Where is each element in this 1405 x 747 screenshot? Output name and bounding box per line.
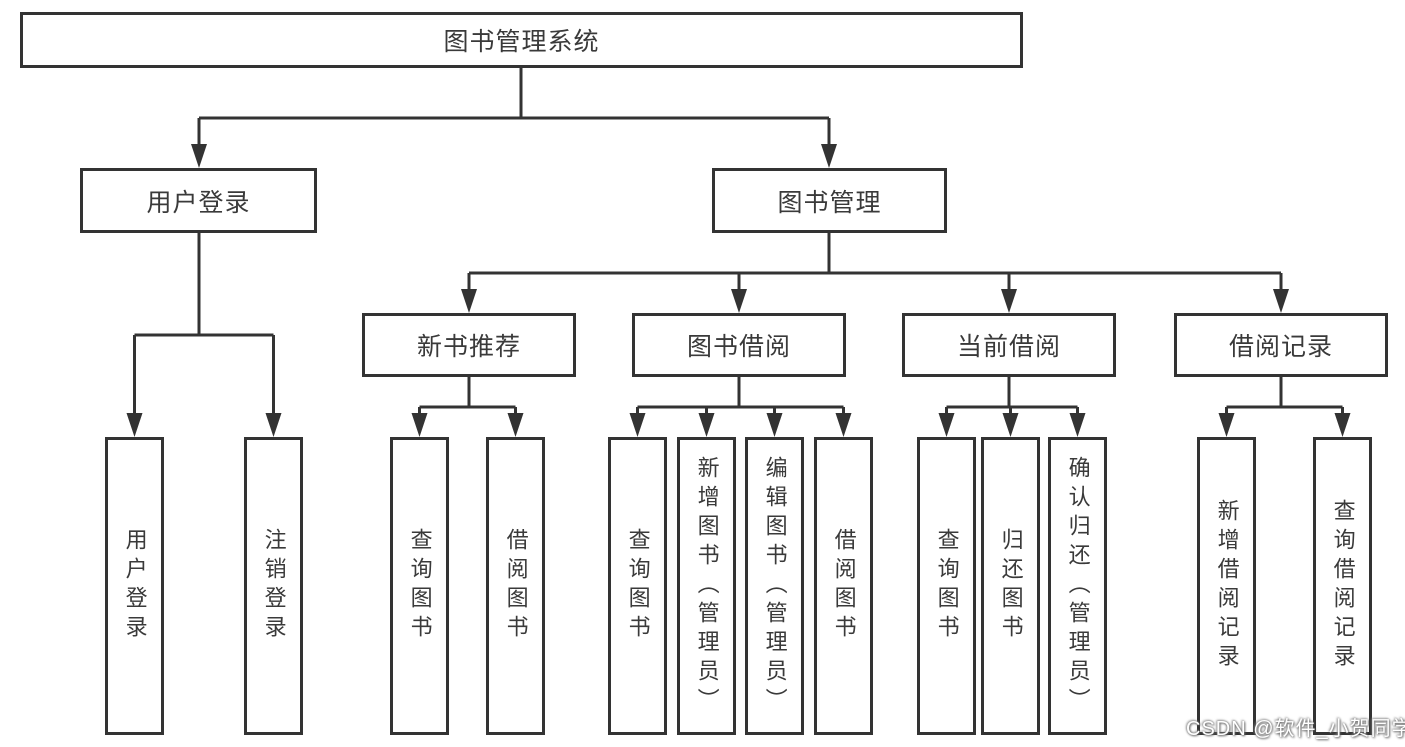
leaf-logout-label: 注销登录 (261, 528, 287, 644)
leaf-edit-book-admin: 编辑图书（管理员） (745, 437, 804, 735)
leaf-query-books-recommend-label: 查询图书 (407, 528, 433, 644)
node-library-system: 图书管理系统 (20, 12, 1023, 68)
leaf-query-books-recommend: 查询图书 (390, 437, 449, 735)
node-borrowing-records-label: 借阅记录 (1228, 333, 1333, 361)
leaf-edit-book-admin-label: 编辑图书（管理员） (762, 455, 788, 717)
leaf-query-borrow-record-label: 查询借阅记录 (1330, 499, 1356, 673)
leaf-borrow-books-borrowing: 借阅图书 (814, 437, 873, 735)
leaf-confirm-return-admin: 确认归还（管理员） (1048, 437, 1107, 735)
node-book-management-label: 图书管理 (777, 188, 882, 217)
leaf-query-books-borrowing-label: 查询图书 (625, 528, 651, 644)
leaf-user-login-label: 用户登录 (122, 528, 148, 644)
node-library-system-label: 图书管理系统 (443, 28, 600, 56)
leaf-user-login: 用户登录 (105, 437, 164, 735)
node-user-login: 用户登录 (80, 168, 317, 233)
node-new-book-recommend-label: 新书推荐 (416, 333, 521, 361)
leaf-query-books-current: 查询图书 (917, 437, 976, 735)
node-user-login-label: 用户登录 (146, 188, 251, 217)
leaf-add-borrow-record: 新增借阅记录 (1197, 437, 1256, 735)
leaf-logout: 注销登录 (244, 437, 303, 735)
leaf-return-book: 归还图书 (981, 437, 1040, 735)
csdn-watermark: CSDN @软件_小贺同学 (1186, 718, 1405, 740)
leaf-borrow-books-borrowing-label: 借阅图书 (831, 528, 857, 644)
leaf-confirm-return-admin-label: 确认归还（管理员） (1065, 455, 1091, 717)
leaf-add-book-admin-label: 新增图书（管理员） (694, 455, 720, 717)
leaf-borrow-books-recommend-label: 借阅图书 (503, 528, 529, 644)
leaf-add-book-admin: 新增图书（管理员） (677, 437, 736, 735)
leaf-add-borrow-record-label: 新增借阅记录 (1214, 499, 1240, 673)
node-book-borrowing-label: 图书借阅 (686, 333, 791, 361)
leaf-return-book-label: 归还图书 (998, 528, 1024, 644)
node-book-management: 图书管理 (712, 168, 947, 233)
node-current-borrowing: 当前借阅 (902, 313, 1116, 377)
leaf-query-books-borrowing: 查询图书 (608, 437, 667, 735)
node-borrowing-records: 借阅记录 (1174, 313, 1388, 377)
leaf-borrow-books-recommend: 借阅图书 (486, 437, 545, 735)
leaf-query-borrow-record: 查询借阅记录 (1313, 437, 1372, 735)
node-new-book-recommend: 新书推荐 (362, 313, 576, 377)
leaf-query-books-current-label: 查询图书 (934, 528, 960, 644)
node-book-borrowing: 图书借阅 (632, 313, 846, 377)
node-current-borrowing-label: 当前借阅 (956, 333, 1061, 361)
